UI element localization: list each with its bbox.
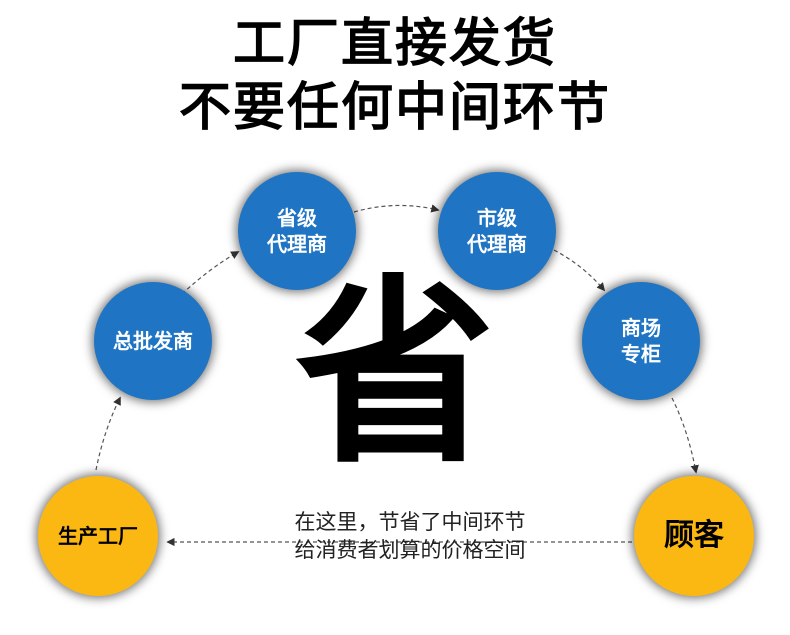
savings-note-line-2: 给消费者划算的价格空间 (294, 538, 526, 562)
arrow-provincial-to-city (353, 204, 440, 213)
node-customer: 顾客 (634, 476, 754, 596)
title-line-2: 不要任何中间环节 (178, 78, 611, 138)
node-city-label-2: 代理商 (467, 232, 527, 256)
savings-note: 在这里，节省了中间环节 给消费者划算的价格空间 (220, 508, 600, 564)
node-factory-label: 生产工厂 (58, 524, 138, 548)
node-city-label-1: 市级 (477, 206, 517, 230)
node-city-agent: 市级 代理商 (438, 172, 556, 290)
node-wholesaler: 总批发商 (94, 282, 212, 400)
node-mall-label-1: 商场 (621, 316, 661, 340)
node-mall-label-2: 专柜 (621, 342, 661, 366)
node-provincial-agent: 省级 代理商 (238, 172, 356, 290)
arrow-factory-to-wholesaler (95, 396, 121, 471)
center-save-character: 省 (294, 258, 495, 491)
node-provincial-label-1: 省级 (277, 206, 317, 230)
node-customer-label: 顾客 (664, 518, 724, 553)
node-wholesaler-label: 总批发商 (113, 329, 193, 353)
node-factory: 生产工厂 (38, 476, 158, 596)
arrow-city-to-mall (553, 249, 606, 292)
savings-note-line-1: 在这里，节省了中间环节 (294, 510, 526, 534)
title-line-1: 工厂直接发货 (232, 14, 557, 74)
node-provincial-label-2: 代理商 (267, 232, 327, 256)
node-mall-counter: 商场 专柜 (582, 282, 700, 400)
arrow-mall-to-customer (671, 397, 699, 474)
arrow-wholesaler-to-provincial (181, 251, 240, 295)
